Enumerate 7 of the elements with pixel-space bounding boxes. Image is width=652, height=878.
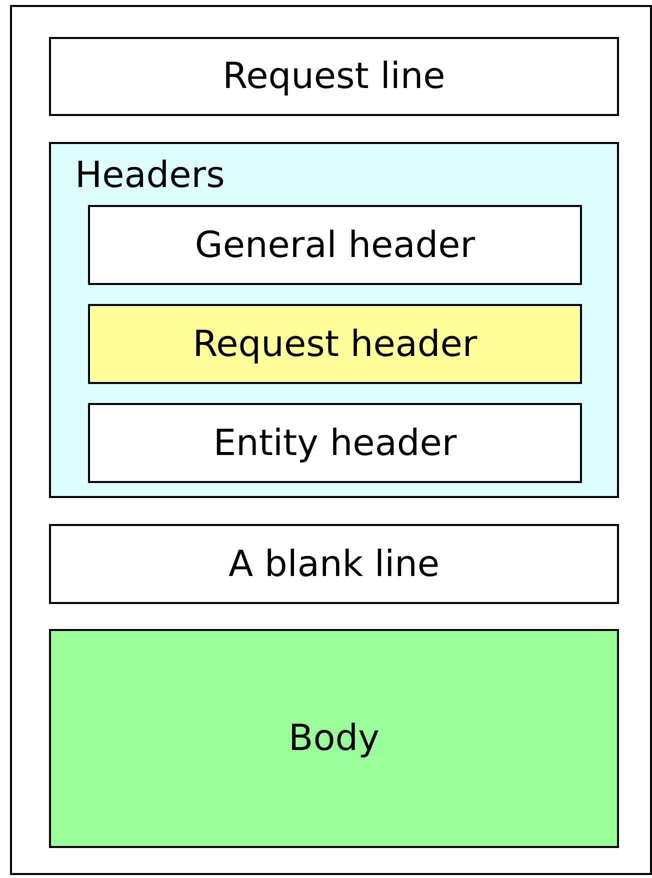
frame-border — [10, 5, 652, 875]
header-box: General header — [88, 205, 582, 285]
header-box: Entity header — [88, 403, 582, 483]
header-box: Request header — [88, 304, 582, 384]
headers-panel — [49, 142, 619, 498]
body-box: Body — [49, 629, 619, 848]
group-heading: Headers — [75, 158, 225, 194]
